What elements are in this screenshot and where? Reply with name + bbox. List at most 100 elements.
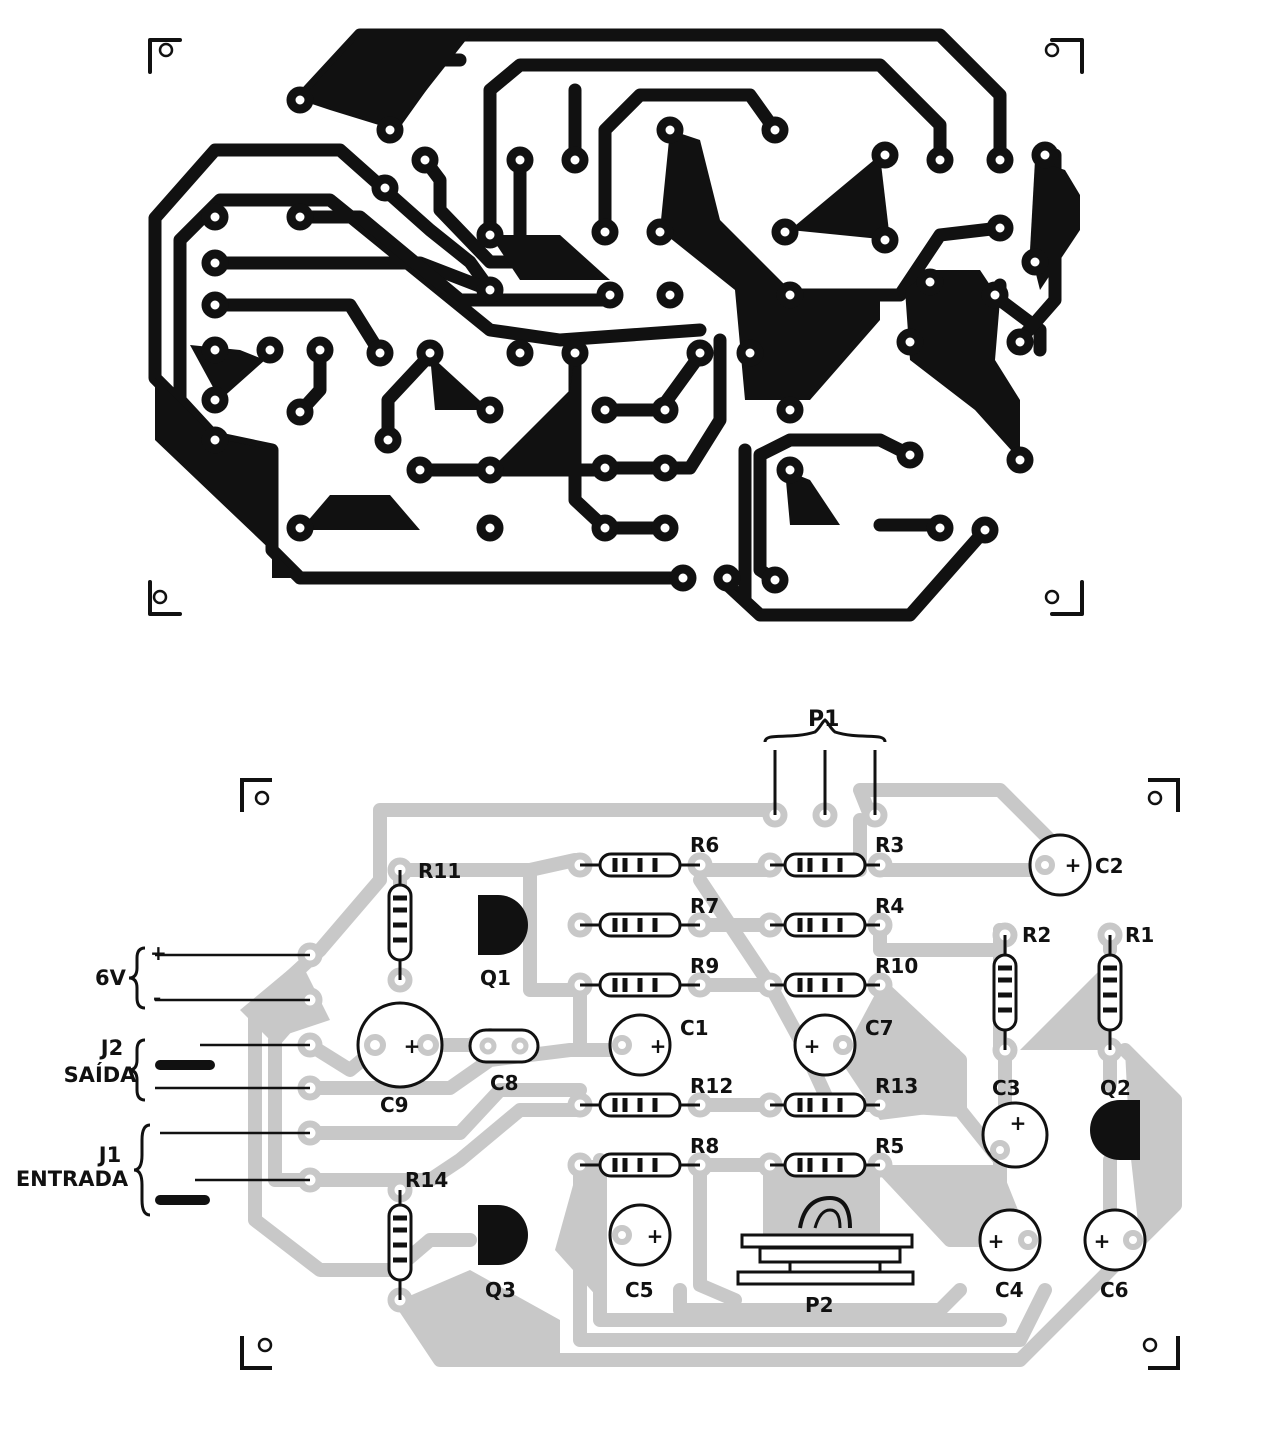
label-r11: R11 — [418, 859, 461, 883]
copper-trace-mid5 — [598, 348, 707, 417]
label-c4: C4 — [995, 1278, 1024, 1302]
c1-plus: + — [650, 1034, 667, 1058]
label-c1: C1 — [680, 1016, 709, 1040]
resistor-r3 — [770, 852, 880, 878]
copper-trace-top3 — [483, 58, 947, 242]
capacitor-c2 — [1028, 833, 1092, 897]
component-mount-holes — [254, 790, 1163, 1353]
resistor-r10 — [770, 972, 880, 998]
copper-trace-mid7 — [568, 348, 612, 535]
resistor-r6 — [580, 852, 700, 878]
copper-area-12 — [490, 235, 610, 280]
component-side-view: P1 — [16, 707, 1182, 1370]
resistor-r14 — [387, 1190, 413, 1300]
label-supply-minus: - — [153, 986, 161, 1010]
capacitor-c4 — [978, 1208, 1042, 1272]
capacitor-c7 — [793, 1013, 857, 1077]
label-c8: C8 — [490, 1071, 519, 1095]
label-c7: C7 — [865, 1016, 894, 1040]
label-q3: Q3 — [485, 1278, 516, 1302]
copper-trace-left3 — [293, 210, 617, 307]
copper-trace-mid6 — [598, 333, 727, 475]
label-c9: C9 — [380, 1093, 409, 1117]
capacitor-c5 — [608, 1203, 672, 1267]
resistor-r9 — [580, 972, 700, 998]
copper-area-10 — [300, 495, 420, 530]
c4-plus: + — [988, 1229, 1005, 1253]
label-p2: P2 — [805, 1293, 834, 1317]
copper-area-11 — [785, 470, 840, 525]
label-r3: R3 — [875, 833, 904, 857]
resistor-r4 — [770, 912, 880, 938]
label-c2: C2 — [1095, 854, 1124, 878]
resistor-r11 — [387, 870, 413, 980]
label-j2: J2 — [99, 1036, 123, 1060]
p1-leads — [763, 718, 887, 815]
resistor-r1 — [1097, 935, 1123, 1050]
capacitor-c9 — [356, 1001, 444, 1089]
label-j1-name: ENTRADA — [16, 1167, 129, 1191]
label-r12: R12 — [690, 1074, 733, 1098]
label-j1: J1 — [97, 1143, 121, 1167]
capacitors — [356, 833, 1147, 1272]
resistor-r7 — [580, 912, 700, 938]
label-c5: C5 — [625, 1278, 654, 1302]
label-q1: Q1 — [480, 966, 511, 990]
copper-area-9 — [490, 355, 575, 470]
copper-area-4 — [905, 270, 1020, 460]
capacitor-c8 — [468, 1028, 540, 1064]
c6-plus: + — [1094, 1229, 1111, 1253]
resistor-r13 — [770, 1092, 880, 1118]
label-c6: C6 — [1100, 1278, 1129, 1302]
copper-mount-holes — [152, 42, 1060, 605]
resistors — [387, 852, 1123, 1300]
copper-area-1 — [300, 35, 470, 130]
connector-labels: 6V + - J2 SAÍDA J1 ENTRADA — [16, 941, 167, 1191]
copper-trace-inner — [173, 193, 707, 445]
resistor-r5 — [770, 1152, 880, 1178]
label-supply-plus: + — [150, 941, 167, 965]
transistor-q1 — [478, 895, 528, 955]
c7-plus: + — [804, 1034, 821, 1058]
c5-plus: + — [647, 1224, 664, 1248]
label-r10: R10 — [875, 954, 918, 978]
copper-corner-marks — [148, 38, 1084, 616]
copper-trace-mid1 — [381, 348, 437, 447]
label-r14: R14 — [405, 1168, 448, 1192]
label-c3: C3 — [992, 1076, 1021, 1100]
copper-pads — [152, 42, 1060, 605]
component-labels: R6 R3 R7 R4 R9 R10 R12 R13 R8 R5 R11 R14… — [380, 833, 1154, 1317]
label-supply: 6V — [95, 966, 127, 990]
label-r8: R8 — [690, 1134, 719, 1158]
resistor-r12 — [580, 1092, 700, 1118]
capacitor-plus-signs: + + + + + + + + — [404, 853, 1111, 1253]
plugs — [155, 1060, 215, 1205]
label-r1: R1 — [1125, 923, 1154, 947]
label-r2: R2 — [1022, 923, 1051, 947]
resistor-r8 — [580, 1152, 700, 1178]
label-p1: P1 — [808, 707, 839, 732]
label-r7: R7 — [690, 894, 719, 918]
label-r4: R4 — [875, 894, 904, 918]
copper-trace-left2 — [208, 298, 387, 360]
copper-area-8 — [430, 355, 490, 410]
resistor-r2 — [992, 935, 1018, 1050]
label-r13: R13 — [875, 1074, 918, 1098]
label-j2-name: SAÍDA — [64, 1062, 138, 1087]
capacitor-c6 — [1083, 1208, 1147, 1272]
label-r5: R5 — [875, 1134, 904, 1158]
copper-area-6 — [155, 378, 300, 578]
capacitor-c1 — [608, 1013, 672, 1077]
transistors — [478, 895, 1140, 1265]
c2-plus: + — [1065, 853, 1082, 877]
trimmer-p2 — [736, 1195, 915, 1286]
copper-fill-areas — [155, 35, 1080, 578]
copper-area-2 — [660, 130, 880, 400]
silk-fill-areas — [240, 960, 1175, 1360]
external-wires — [128, 946, 310, 1217]
label-r6: R6 — [690, 833, 719, 857]
transistor-q3 — [478, 1205, 528, 1265]
label-r9: R9 — [690, 954, 719, 978]
